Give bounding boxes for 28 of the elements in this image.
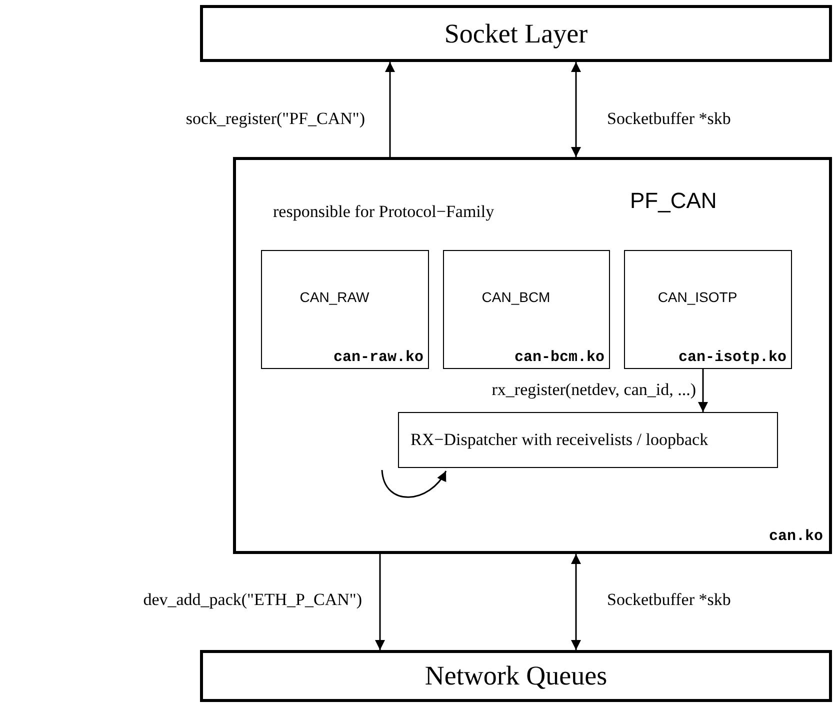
layer-title: Network Queues — [424, 660, 608, 692]
edge-label: sock_register("PF_CAN") — [186, 109, 365, 129]
layer-title: Socket Layer — [443, 18, 589, 49]
module-file-name: can-isotp.ko — [678, 348, 786, 366]
edge-label: dev_add_pack("ETH_P_CAN") — [143, 590, 362, 610]
arrow — [571, 554, 581, 650]
dispatcher-label: RX−Dispatcher with receivelists / loopback — [410, 430, 708, 450]
module-file-name: can-raw.ko — [333, 348, 424, 366]
dispatcher-box — [398, 412, 778, 468]
protocol-name: CAN_RAW — [298, 288, 370, 304]
layer-box — [200, 650, 832, 702]
protocol-module-box — [442, 250, 610, 368]
module-box — [233, 157, 832, 554]
protocol-family-title: PF_CAN — [630, 188, 717, 214]
loopback-arrow — [381, 470, 447, 498]
description-text: responsible for Protocol−Family — [273, 202, 494, 222]
arrow — [571, 62, 581, 157]
arrow — [375, 554, 385, 650]
layer-box — [200, 5, 832, 62]
protocol-module-box — [260, 250, 428, 368]
protocol-name: CAN_BCM — [480, 288, 552, 304]
edge-label: rx_register(netdev, can_id, ...) — [492, 380, 696, 400]
protocol-name: CAN_ISOTP — [656, 288, 738, 304]
protocol-module-box — [624, 250, 792, 368]
arrow — [698, 369, 708, 412]
module-file-name: can-bcm.ko — [514, 348, 604, 366]
module-file-name: can.ko — [768, 528, 823, 545]
arrow — [385, 62, 395, 157]
